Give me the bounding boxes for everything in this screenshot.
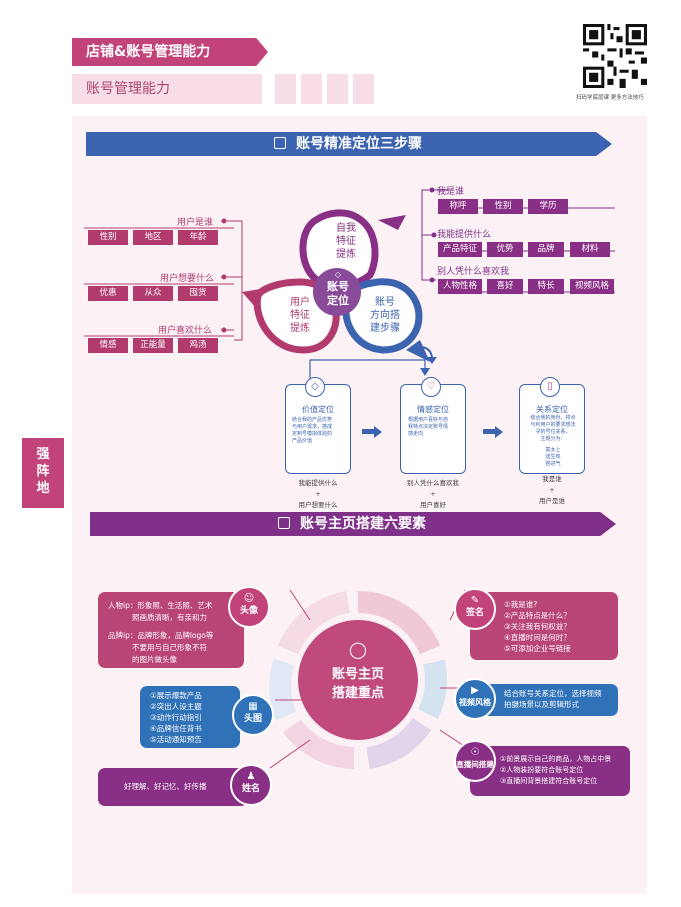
emotion-position-card — [400, 384, 466, 474]
section-title-bar: 账号主页搭建六要素 — [90, 512, 616, 536]
diamond-icon: ◇ — [305, 377, 325, 397]
page-subtitle: 账号管理能力 — [72, 74, 262, 104]
positioning-cycle-diagram — [242, 209, 430, 362]
section-header: 店铺&账号管理能力 — [72, 38, 268, 66]
users-icon: ◯ — [349, 640, 367, 659]
deco-square — [301, 74, 322, 104]
tag: 喜好 — [487, 279, 523, 294]
arrow-shaft — [483, 429, 495, 434]
card-title: 情感定位 — [417, 405, 449, 414]
card-footer: 别人凭什么喜欢我+用户喜好 — [407, 479, 459, 509]
hub-ring — [269, 591, 447, 769]
group-label: 用户想要什么 — [160, 274, 215, 284]
qr-code-icon[interactable] — [583, 24, 647, 88]
left-connector-lines — [84, 218, 243, 341]
tag: 学历 — [528, 199, 568, 214]
video-icon: ▶ — [471, 685, 479, 696]
video-badge: ▶视频风格 — [454, 678, 496, 720]
avatar-badge: ☺头像 — [228, 586, 270, 628]
value-position-card — [285, 384, 351, 474]
group-label: 用户是谁 — [177, 218, 214, 228]
qr-caption: 扫码学底层课 更多方法技巧 — [576, 95, 644, 101]
signature-badge: ✎签名 — [454, 588, 496, 630]
card-body: 根据用户喜好与自我特点决定账号情感走向 — [408, 417, 449, 437]
tag: 从众 — [133, 286, 173, 301]
arrow-icon — [421, 346, 437, 364]
tag: 优惠 — [88, 286, 128, 301]
group-label: 用户喜欢什么 — [158, 326, 213, 336]
petal-user: 用户特征提炼 — [290, 297, 310, 334]
relation-position-card — [519, 384, 585, 474]
tag: 称呼 — [438, 199, 478, 214]
right-arrow-icon — [495, 426, 503, 438]
section-title-bar: 账号精准定位三步骤 — [86, 132, 612, 156]
card-title: 价值定位 — [302, 405, 334, 414]
side-tab-char: 强 — [36, 447, 50, 462]
tag-icon: ◇ — [334, 270, 342, 279]
tag: 品牌 — [528, 242, 564, 257]
side-tab-char: 阵 — [36, 464, 50, 479]
tag: 材料 — [570, 242, 610, 257]
avatar-icon: ☺ — [243, 593, 255, 604]
tag: 情感 — [88, 338, 128, 353]
clipboard-icon — [274, 137, 286, 149]
live-stream-icon: ☉ — [470, 747, 480, 758]
card-body: 结合我的产品优势与用户需求，搭成定制号模拟体验的产品价值 — [292, 417, 333, 444]
section-title: 账号主页搭建六要素 — [300, 516, 426, 532]
avatar-description: 人物ip：形象照、生活照、艺术照画质清晰，有亲和力 品牌ip：品牌形象，品牌lo… — [98, 592, 244, 668]
deco-square — [275, 74, 296, 104]
signature-description: ①我是谁?②产品特点是什么？③关注我有何权益？④直播时间是何时？⑤可添加企业号链… — [470, 592, 618, 660]
tag: 产品特征 — [438, 242, 482, 257]
nickname-badge: ♟姓名 — [230, 764, 272, 806]
tag: 性别 — [88, 230, 128, 245]
tag: 人物性格 — [438, 279, 482, 294]
flow-arrow — [309, 359, 430, 380]
hub-circle: ◯ 账号主页 搭建重点 — [298, 620, 418, 740]
tag: 鸡汤 — [178, 338, 218, 353]
petal-self: 自我特征提炼 — [336, 223, 356, 260]
phone-icon: ▯ — [540, 377, 560, 397]
deco-square — [327, 74, 348, 104]
cover-badge: ▦头图 — [232, 694, 274, 736]
profile-card-icon — [278, 517, 290, 529]
group-label: 我是谁 — [437, 187, 465, 197]
nickname-description: 好理解、好记忆、好传播 — [98, 768, 248, 806]
live-room-badge: ☉直播间搭建 — [454, 740, 496, 782]
petal-direction: 账号方向搭建步骤 — [370, 297, 400, 334]
image-icon: ▦ — [248, 701, 258, 712]
side-tab-char: 地 — [36, 481, 50, 496]
tag: 囤货 — [178, 286, 218, 301]
tag: 性别 — [483, 199, 523, 214]
card-title: 关系定位 — [536, 405, 568, 414]
petal-center: ◇ 账号定位 — [318, 270, 358, 308]
card-body: 结合我的身份，将点与利用户的要求想法寻的号位关系，主题分为： 富太上送生热搭进气 — [530, 415, 576, 467]
right-arrow-icon — [374, 426, 382, 438]
card-footer: 我能提供什么+用户想要什么 — [298, 479, 338, 509]
group-label: 别人凭什么喜欢我 — [437, 267, 510, 277]
tag: 优势 — [487, 242, 523, 257]
group-label: 我能提供什么 — [437, 230, 492, 240]
tag: 地区 — [133, 230, 173, 245]
edit-icon: ✎ — [470, 595, 480, 606]
tag: 年龄 — [178, 230, 218, 245]
tag: 视频风格 — [570, 279, 614, 294]
tag: 正能量 — [133, 338, 173, 353]
tag: 特长 — [528, 279, 564, 294]
heart-icon: ♡ — [421, 377, 441, 397]
person-icon: ♟ — [246, 771, 256, 782]
arrow-shaft — [362, 429, 374, 434]
section-title: 账号精准定位三步骤 — [296, 136, 422, 152]
deco-square — [353, 74, 374, 104]
card-footer: 我是谁+用户是谁 — [539, 475, 565, 505]
side-tab: 强 阵 地 — [22, 438, 64, 508]
